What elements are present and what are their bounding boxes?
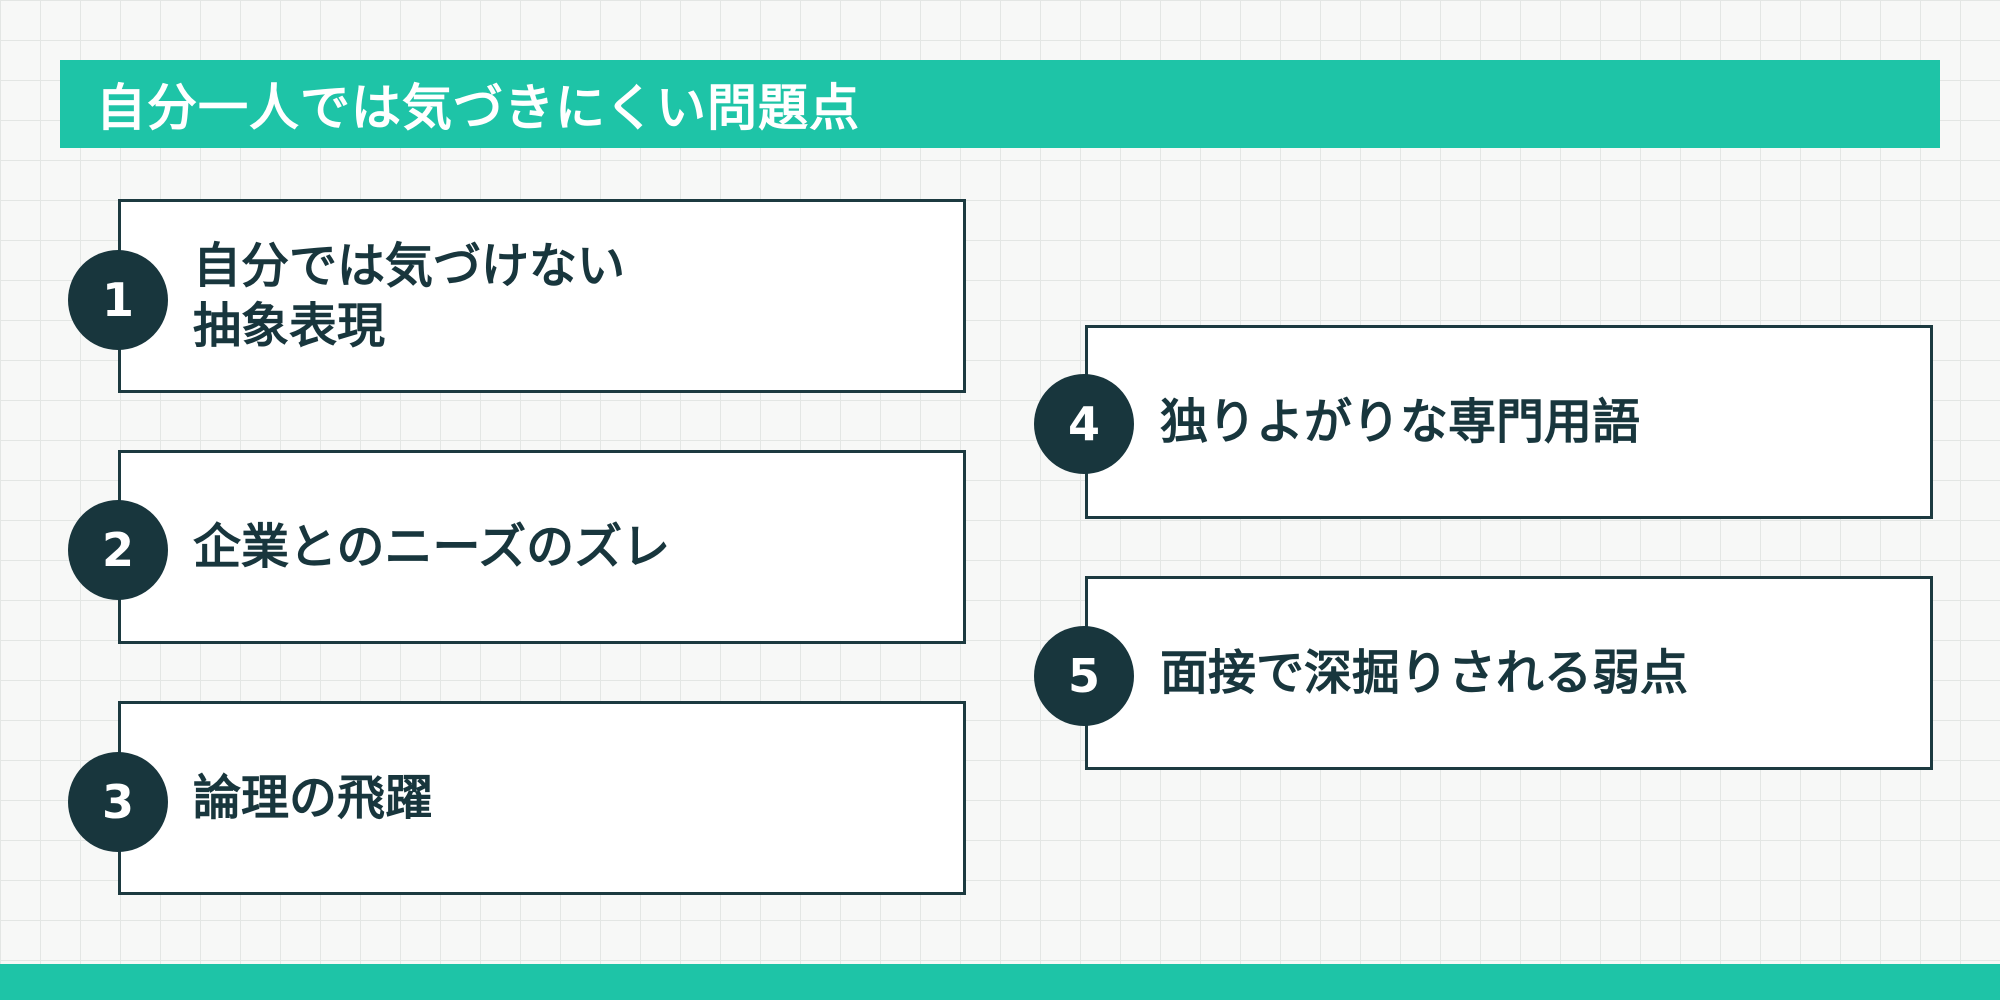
number-badge-2: 2 — [68, 500, 168, 600]
title-banner: 自分一人では気づきにくい問題点 — [60, 60, 1940, 148]
problem-card-3: 論理の飛躍 — [118, 701, 966, 895]
number-badge-3: 3 — [68, 752, 168, 852]
problem-card-5: 面接で深掘りされる弱点 — [1085, 576, 1933, 770]
problem-label-5: 面接で深掘りされる弱点 — [1160, 645, 1689, 701]
problem-label-2: 企業とのニーズのズレ — [193, 519, 671, 575]
problem-label-4: 独りよがりな専門用語 — [1160, 394, 1641, 450]
number-badge-5: 5 — [1034, 626, 1134, 726]
number-badge-1: 1 — [68, 250, 168, 350]
problem-label-1: 自分では気づけない 抽象表現 — [193, 238, 626, 354]
problem-label-3: 論理の飛躍 — [193, 770, 434, 826]
footer-accent-bar — [0, 964, 2000, 1000]
problem-card-2: 企業とのニーズのズレ — [118, 450, 966, 644]
page-title: 自分一人では気づきにくい問題点 — [96, 79, 860, 137]
problem-card-1: 自分では気づけない 抽象表現 — [118, 199, 966, 393]
problem-card-4: 独りよがりな専門用語 — [1085, 325, 1933, 519]
number-badge-4: 4 — [1034, 374, 1134, 474]
